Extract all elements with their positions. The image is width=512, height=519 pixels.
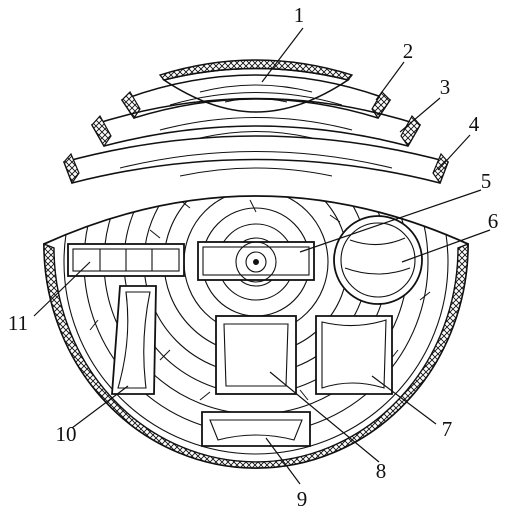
callout-2: 2: [403, 39, 414, 63]
callout-1: 1: [294, 3, 305, 27]
callout-labels: 1 2 3 4 5 6 7 8 9 10 11: [8, 3, 498, 511]
piece-7: [315, 315, 393, 395]
callout-3: 3: [440, 75, 451, 99]
leader-lines: [33, 27, 491, 485]
callout-9: 9: [297, 487, 308, 511]
callout-8: 8: [376, 459, 387, 483]
board-3: [90, 97, 422, 148]
callout-7: 7: [442, 417, 453, 441]
board-4: [62, 135, 450, 185]
piece-11-box: [67, 243, 185, 277]
callout-5: 5: [481, 169, 492, 193]
top-slab-piece-1: [158, 59, 354, 113]
callout-6: 6: [488, 209, 499, 233]
piece-6-round: [333, 215, 423, 305]
callout-10: 10: [56, 422, 77, 446]
board-2: [120, 74, 392, 120]
callout-11: 11: [8, 311, 28, 335]
callout-4: 4: [469, 112, 480, 136]
piece-5-pith-box: [197, 241, 315, 283]
piece-10: [111, 285, 157, 395]
piece-9: [201, 411, 311, 447]
piece-8: [215, 315, 297, 395]
